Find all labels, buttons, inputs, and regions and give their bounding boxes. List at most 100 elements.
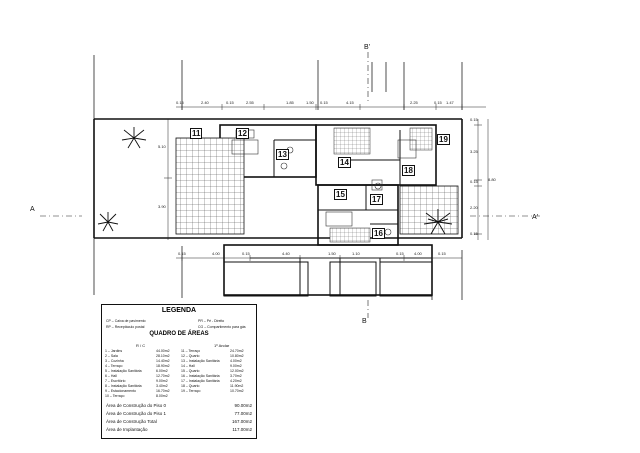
area-row-left: 9 – Estacionamento [105,389,136,393]
room-label: 13 [276,149,289,160]
dim-bottom: 0.15 [178,251,186,256]
area-row-left: 3 – Cozinha [105,359,124,363]
section-mark-b-top: B' [364,44,371,51]
legend-box: LEGENDA CP – Caixa de pavimento PR – Pé … [101,304,257,439]
dim-top: 1.85 [286,100,294,105]
col-right-header: 1º Andar [214,343,230,348]
total-value: 90.00m2 [234,403,252,408]
dim-top: 1.50 [306,100,314,105]
total-value: 167.00m2 [231,419,252,424]
legend-symbol: PR – Pé - Direito [198,319,225,323]
area-row-left: 1 – Jardins [105,349,123,353]
dim-left: 5.10 [158,144,166,149]
area-value-left: 14.40m2 [156,359,170,363]
area-value-left: 18.90m2 [156,364,170,368]
dim-top: 0.15 [434,100,442,105]
palm-tree-icon [97,212,119,232]
dim-top: 2.25 [410,100,418,105]
legend-title: LEGENDA [161,307,197,314]
dim-right: 0.15 [470,179,478,184]
area-row-right: 13 – Instalação Sanitária [181,359,220,363]
total-row: Área de Construção do Piso 1 77.00m2 [106,411,254,416]
total-label: Área de Construção Total [106,419,157,424]
dim-bottom: 0.15 [438,251,446,256]
area-row-right: 12 – Quarto [181,354,200,358]
dim-top: 0.15 [320,100,328,105]
area-value-left: 3.40m2 [156,384,168,388]
dim-bottom: 4.00 [414,251,422,256]
palm-tree-icon [121,127,147,149]
area-value-left: 8.00m2 [156,394,168,398]
area-value-left: 12.70m2 [156,374,170,378]
section-mark-a-left: A [30,206,35,213]
area-value-right: 4.20m2 [230,379,242,383]
area-value-right: 3.70m2 [230,374,242,378]
area-value-right: 9.00m2 [230,364,242,368]
room-label: 16 [372,228,385,239]
area-row-right: 17 – Instalação Sanitária [181,379,220,383]
area-value-right: 10.80m2 [230,354,244,358]
area-row-left: 7 – Escritório [105,379,126,383]
area-value-left: 28.10m2 [156,354,170,358]
section-mark-b-bottom: B [362,318,367,325]
total-row: Área de Construção do Piso 0 90.00m2 [106,403,254,408]
area-row-left: 6 – Hall [105,374,117,378]
dim-right: 0.15 [470,117,478,122]
area-value-left: 9.00m2 [156,379,168,383]
dim-top: 4.15 [346,100,354,105]
area-row-right: 14 – Hall [181,364,195,368]
dim-bottom: 0.15 [396,251,404,256]
stair [329,127,433,243]
furniture [231,129,417,236]
dim-left: 3.90 [158,204,166,209]
total-value: 117.00m2 [232,427,252,432]
area-row-right: 16 – Instalação Sanitária [181,374,220,378]
terrace-left [175,137,245,235]
bottom-dimension-line [176,255,462,261]
right-dimension-line [474,119,489,240]
dim-top: 0.15 [176,100,184,105]
area-row-right: 15 – Quarto [181,369,200,373]
total-label: Área de Construção do Piso 0 [106,403,167,408]
area-value-left: 44.00m2 [156,349,170,353]
area-value-right: 11.90m2 [230,384,244,388]
total-value: 77.00m2 [234,411,252,416]
room-label: 15 [334,189,347,200]
room-label: 17 [370,194,383,205]
dim-bottom: 4.40 [282,251,290,256]
areas-table-title: QUADRO DE ÁREAS [149,331,209,337]
dim-bottom: 1.10 [352,251,360,256]
total-label: Área de Implantação [106,427,148,432]
terrace-right [399,185,459,235]
room-label: 12 [236,128,249,139]
area-value-right: 4.00m2 [230,359,242,363]
area-row-left: 2 – Sala [105,354,118,358]
room-label: 14 [338,157,351,168]
dim-right: 3.25 [470,149,478,154]
area-value-right: 12.00m2 [230,369,244,373]
dim-right: 0.15 [470,231,478,236]
dim-top: 2.55 [246,100,254,105]
dim-bottom: 0.15 [242,251,250,256]
room-label: 18 [402,165,415,176]
area-row-right: 11 – Terraço [181,349,201,353]
area-row-right: 18 – Quarto [181,384,200,388]
total-label: Área de Construção do Piso 1 [106,411,167,416]
dim-bottom: 4.00 [212,251,220,256]
room-label: 11 [190,128,203,139]
lower-wing [223,261,433,297]
palm-tree-icon [423,209,453,235]
area-value-right: 24.70m2 [230,349,244,353]
area-value-left: 6.00m2 [156,369,168,373]
legend-symbol: CP – Caixa de pavimento [106,319,146,323]
total-row: Área de Implantação 117.00m2 [106,427,254,432]
legend-symbol: CG – Compartimento para gás [198,325,246,329]
dim-top: 1.47 [446,100,454,105]
area-row-left: 10 – Terraço [105,394,125,398]
area-row-right: 19 – Terraço [181,389,201,393]
top-dimension-line [176,104,486,110]
left-dimension-line [164,119,172,240]
area-value-left: 16.70m2 [156,389,170,393]
col-left-header: R / C [136,343,146,348]
